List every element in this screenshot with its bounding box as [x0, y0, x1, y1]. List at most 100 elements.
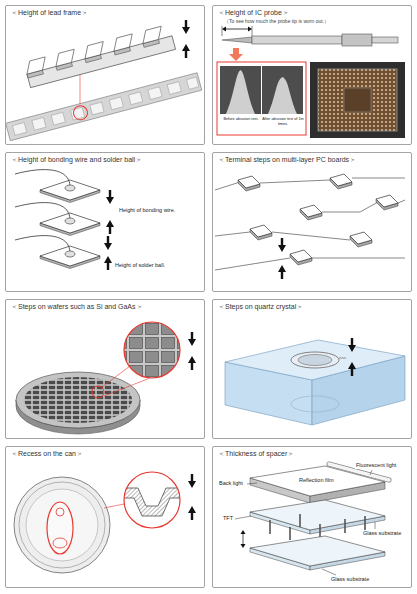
- socket-centre: [344, 88, 371, 112]
- photo-frame: [217, 62, 306, 135]
- panel-subtitle: （To see how much the probe tip is worn o…: [224, 18, 329, 24]
- wafer-zoom: [124, 322, 180, 378]
- part-label: Back light: [218, 480, 244, 487]
- zoom-circle: [124, 322, 180, 378]
- terminal-pad: [290, 250, 312, 265]
- zoom-dies: [124, 322, 180, 378]
- arrow-up: [104, 256, 112, 270]
- backlight-top: [250, 466, 385, 496]
- figure-panel: ＜Steps on quartz crystal＞: [212, 299, 412, 439]
- probe-tip-photo: [226, 70, 255, 114]
- focus-circle: [72, 104, 89, 121]
- socket-photo: [310, 62, 405, 138]
- crystal-top: [225, 340, 405, 380]
- zoom-leader: [80, 74, 81, 104]
- probe-tip: [222, 37, 252, 43]
- arrow-up: [106, 220, 114, 234]
- arrow-down: [182, 20, 190, 34]
- focus-circle: [92, 386, 104, 398]
- arrow-down: [278, 238, 286, 252]
- panel-title: ＜Height of IC probe＞: [218, 9, 289, 18]
- electrode-reflection: [291, 396, 339, 412]
- figure-panel: ＜Height of IC probe＞（To see how much the…: [212, 5, 412, 145]
- zoom-leader: [104, 504, 124, 508]
- can-rim: [19, 482, 105, 568]
- figure-panel: ＜Height of bonding wire and solder ball＞: [5, 152, 205, 292]
- recess-section: [124, 488, 180, 516]
- trace: [215, 178, 405, 270]
- part-label: Height of solder ball.: [114, 262, 166, 269]
- part-label: Reflection film: [298, 477, 335, 484]
- bond-item: [15, 236, 100, 269]
- terminal-pad: [350, 232, 372, 247]
- terminal-pad: [330, 174, 352, 189]
- arrow-up: [188, 506, 196, 520]
- part-label: Fluorescent light: [355, 462, 397, 469]
- arrow-down: [348, 338, 356, 352]
- strip-holes: [13, 77, 199, 135]
- probe-end: [372, 37, 398, 43]
- dimension-line: [225, 29, 249, 30]
- probe-body: [252, 36, 342, 44]
- zoom-arrow: [229, 48, 243, 61]
- part-label: Glass substrate: [362, 530, 402, 537]
- terminal-pad: [238, 176, 260, 191]
- arrow-down: [188, 332, 196, 346]
- panel-title: ＜Terminal steps on multi-layer PC boards…: [218, 156, 356, 165]
- arrow-up: [188, 356, 196, 370]
- panel-title: ＜Height of lead frame＞: [11, 9, 88, 18]
- can-panel: [26, 489, 98, 561]
- figure-panel: ＜Steps on wafers such as Si and GaAs＞: [5, 299, 205, 439]
- can-zoom: [124, 472, 180, 528]
- arrow-down: [106, 190, 114, 204]
- bond-item: [15, 170, 100, 203]
- part-label: Before abrasion test.: [219, 117, 263, 122]
- part-label: Height of bonding wire.: [118, 207, 176, 214]
- electrode: [291, 352, 339, 368]
- panel-title: ＜Steps on quartz crystal＞: [218, 303, 303, 312]
- lead-frame-zoom: [24, 24, 176, 87]
- part-label: TFT: [222, 515, 234, 522]
- dimension-line: [243, 533, 244, 545]
- rivet: [56, 508, 64, 516]
- terminal-pad: [300, 205, 322, 220]
- panel-title: ＜Steps on wafers such as Si and GaAs＞: [11, 303, 143, 312]
- wafer-dies: [24, 377, 132, 423]
- tab-opening: [53, 538, 67, 548]
- probe-tip-photo: [268, 77, 297, 114]
- probe-shoulder: [342, 34, 372, 46]
- wafer: [16, 372, 140, 428]
- pull-tab: [47, 502, 73, 554]
- zoom-ground: [124, 472, 180, 528]
- sem-photo: [262, 66, 303, 114]
- panel-title: ＜Thickness of spacer＞: [218, 450, 294, 459]
- can-lid: [14, 477, 110, 573]
- arrow-down: [104, 236, 112, 250]
- extension-line: [252, 26, 253, 36]
- socket-pins: [318, 69, 397, 131]
- zoom-circle: [124, 472, 180, 528]
- dimension-heads: [222, 27, 252, 32]
- glass-top: [250, 536, 385, 566]
- electrode-step: [298, 355, 332, 366]
- panel-title: ＜Recess on the can＞: [11, 450, 83, 459]
- lead: [24, 26, 164, 74]
- extension-line: [222, 26, 223, 36]
- arrow-up: [348, 362, 356, 376]
- zoom-ground: [124, 322, 180, 378]
- figure-panel: ＜Height of lead frame＞: [5, 5, 205, 145]
- figure-panel: ＜Recess on the can＞: [5, 446, 205, 588]
- arrow-down: [188, 474, 196, 488]
- part-label: After abrasion test of 1m times.: [261, 117, 305, 126]
- bond-item: [15, 203, 100, 236]
- figure-panel: ＜Terminal steps on multi-layer PC boards…: [212, 152, 412, 292]
- terminal-pad: [250, 225, 272, 240]
- dimension-heads: [241, 530, 246, 548]
- sem-photo: [220, 66, 261, 114]
- leader-line: [235, 470, 375, 575]
- terminal-pad: [376, 195, 398, 210]
- spacer: [270, 514, 365, 540]
